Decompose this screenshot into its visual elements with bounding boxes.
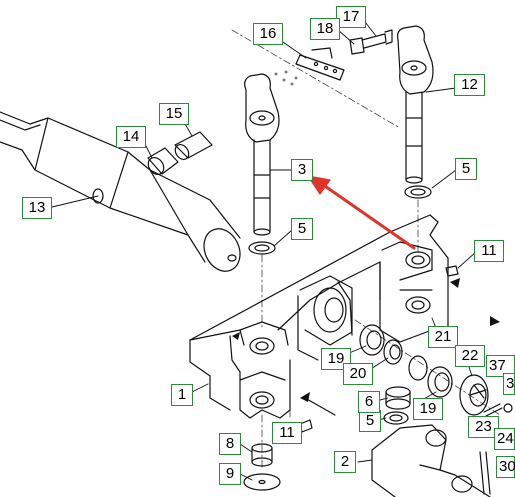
- part-label-6: 6: [358, 391, 380, 413]
- part-label-11-right: 11: [474, 240, 504, 262]
- main-frame-part: [189, 214, 449, 419]
- part-label-18: 18: [310, 18, 340, 40]
- part-label-3: 3: [291, 159, 313, 181]
- fastener-dots: [274, 70, 298, 86]
- part-label-21: 21: [428, 326, 458, 348]
- part-label-5-top-left: 5: [291, 218, 313, 240]
- part-label-24: 24: [494, 428, 515, 450]
- part-label-13: 13: [22, 197, 52, 219]
- part-label-20: 20: [343, 363, 373, 385]
- part-label-12: 12: [454, 74, 485, 96]
- highlight-arrow: [307, 175, 416, 250]
- part-label-9: 9: [219, 463, 241, 485]
- part-label-16: 16: [253, 23, 283, 45]
- part-label-5-bottom: 5: [359, 410, 381, 432]
- bush-part: [251, 443, 273, 467]
- part-label-23: 23: [468, 416, 499, 438]
- part-label-17: 17: [336, 6, 366, 28]
- hub-cap-part: [459, 374, 489, 416]
- part-label-19-right: 19: [413, 398, 443, 420]
- disc-part: [243, 473, 281, 491]
- part-label-1: 1: [171, 384, 193, 406]
- part-label-30: 30: [496, 456, 515, 478]
- spindle-part-left: [244, 73, 280, 236]
- spindle-part-right: [397, 25, 434, 184]
- part-label-11-bottom: 11: [272, 422, 302, 444]
- part-label-22: 22: [455, 345, 485, 367]
- arrow-line: [304, 397, 336, 416]
- part-label-14: 14: [116, 126, 146, 148]
- part-label-5-top-right: 5: [455, 158, 477, 180]
- bracket-parts: [295, 29, 393, 81]
- assembly-arrows: [232, 278, 500, 402]
- part-label-15: 15: [159, 103, 189, 125]
- hub-part: [299, 275, 353, 346]
- bearing-parts: [359, 324, 453, 398]
- collar-part: [385, 386, 411, 410]
- arm-tube-part: [0, 111, 241, 272]
- washer-parts: [248, 185, 432, 425]
- pin-parts: [147, 131, 213, 175]
- part-label-3-right-edge: 3: [503, 373, 515, 395]
- part-label-2: 2: [334, 451, 356, 473]
- part-label-8: 8: [219, 433, 241, 455]
- bolt-parts: [479, 403, 513, 495]
